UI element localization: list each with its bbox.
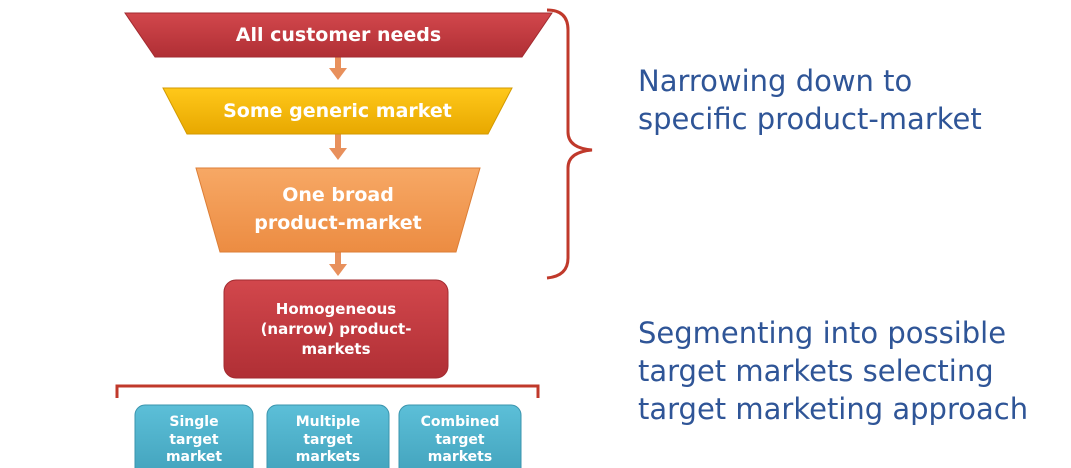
- note-segmenting: Segmenting into possible target markets …: [638, 316, 1029, 426]
- funnel-level-all-needs: [124, 12, 553, 58]
- single-target-box: [134, 404, 254, 468]
- segmenting-bracket: [115, 384, 540, 398]
- homogeneous-markets-box: [223, 279, 449, 379]
- label-broad-product-market: One broad product-market: [254, 184, 422, 234]
- narrowing-bracket: [546, 8, 593, 280]
- connector-arrows: [329, 56, 347, 276]
- combined-target-box: [398, 404, 522, 468]
- label-generic-market: Some generic market: [223, 99, 452, 122]
- label-single-target: Single target market: [165, 414, 223, 465]
- label-combined-target: Combined target markets: [420, 414, 500, 465]
- funnel-level-generic-market: [162, 87, 513, 135]
- multiple-target-box: [266, 404, 390, 468]
- label-multiple-target: Multiple target markets: [295, 414, 361, 465]
- label-all-customer-needs: All customer needs: [235, 23, 442, 46]
- funnel-level-broad-product-market: [195, 167, 481, 253]
- label-homogeneous-markets: Homogeneous (narrow) product- markets: [260, 299, 412, 359]
- note-narrowing: Narrowing down to specific product-marke…: [638, 64, 982, 136]
